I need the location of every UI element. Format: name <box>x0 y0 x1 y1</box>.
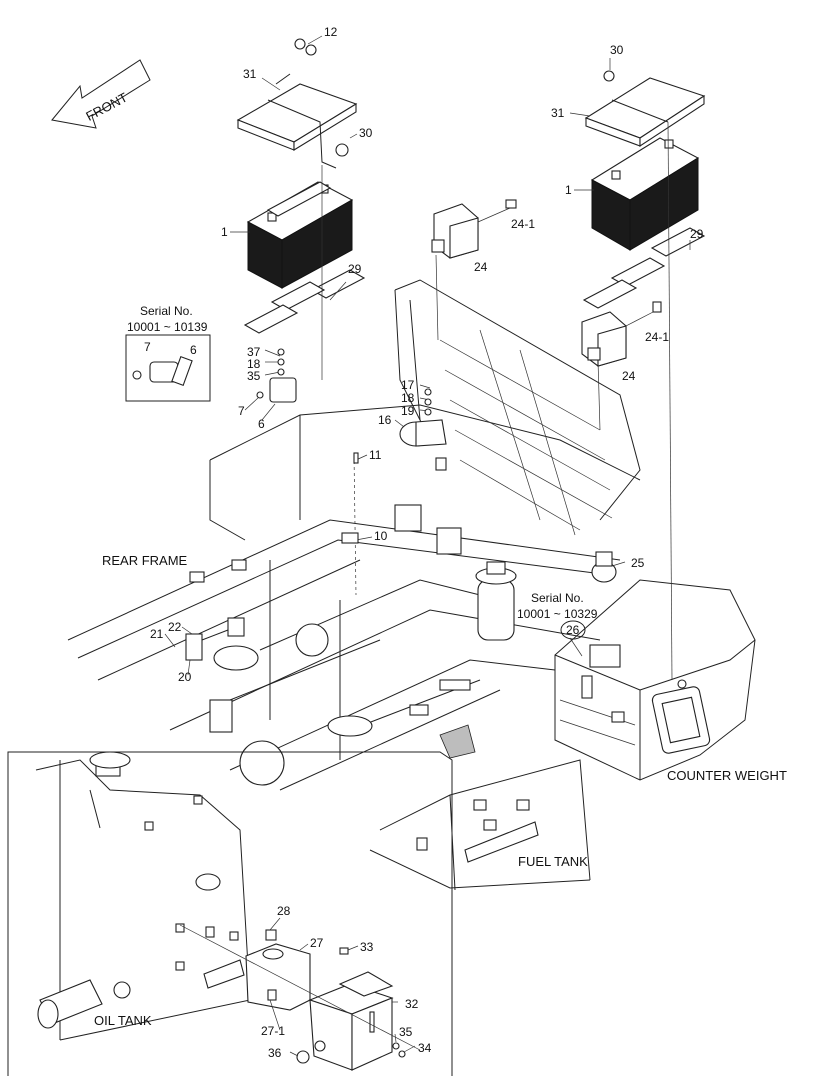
clip <box>231 559 247 571</box>
fuel-filter <box>475 561 517 641</box>
frame-hole <box>327 715 373 737</box>
callout-24-lower: 24 <box>622 369 636 383</box>
callout-30-right: 30 <box>610 43 624 57</box>
clip <box>409 704 429 716</box>
inset-leader-lines <box>179 917 421 1057</box>
callout-30-left: 30 <box>359 126 373 140</box>
key-switch-25 <box>591 551 617 583</box>
callout-31-right: 31 <box>551 106 565 120</box>
nut-30-left <box>335 143 349 157</box>
callout-16: 16 <box>378 413 392 427</box>
callout-26: 26 <box>566 623 580 637</box>
callout-1-right: 1 <box>565 183 572 197</box>
serial-2-range: 10001 ~ 10329 <box>517 607 598 621</box>
callout-28: 28 <box>277 904 291 918</box>
serial-inset-box <box>125 334 211 402</box>
callout-6: 6 <box>258 417 265 431</box>
bracket <box>589 644 621 668</box>
part-11 <box>353 452 359 464</box>
callout-29-left: 29 <box>348 262 362 276</box>
callout-7-inset: 7 <box>144 340 151 354</box>
battery-left <box>246 181 354 289</box>
clip <box>189 571 205 583</box>
callout-34: 34 <box>418 1041 432 1055</box>
oil-tank-inset <box>7 751 453 1076</box>
callout-31-left: 31 <box>243 67 257 81</box>
rubber-block <box>439 724 476 759</box>
work-lamp-24-upper <box>431 199 517 259</box>
callout-17: 17 <box>401 378 415 392</box>
callout-1-left: 1 <box>221 225 228 239</box>
callout-19: 19 <box>401 404 415 418</box>
part-10 <box>341 532 359 544</box>
callout-35-inset: 35 <box>399 1025 413 1039</box>
callout-32: 32 <box>405 997 419 1011</box>
callout-7: 7 <box>238 404 245 418</box>
callout-11: 11 <box>369 448 382 462</box>
callout-10: 10 <box>374 529 388 543</box>
nut-30-right <box>603 70 615 82</box>
swing-bearing-plate <box>239 740 285 786</box>
label-fuel-tank: FUEL TANK <box>518 854 588 869</box>
fuel-tank-drawing <box>369 759 591 891</box>
callout-29-right: 29 <box>690 227 704 241</box>
callout-25: 25 <box>631 556 645 570</box>
frame-hole <box>295 623 329 657</box>
battery-holder-right <box>584 77 706 148</box>
label-rear-frame: REAR FRAME <box>102 553 188 568</box>
serial-1-range: 10001 ~ 10139 <box>127 320 208 334</box>
part-20-bracket <box>185 617 245 733</box>
callout-36: 36 <box>268 1046 282 1060</box>
callout-12: 12 <box>324 25 338 39</box>
callout-21: 21 <box>150 627 164 641</box>
callout-22: 22 <box>168 620 182 634</box>
battery-pads-right <box>582 227 706 309</box>
clip <box>439 679 471 691</box>
callout-27-1: 27-1 <box>261 1024 285 1038</box>
cover-32 <box>296 947 406 1071</box>
callout-18-right: 18 <box>401 391 415 405</box>
work-lamp-24-lower <box>581 301 662 367</box>
battery-pads-left <box>243 269 366 334</box>
reservoir-tank-27 <box>245 929 311 1011</box>
relay-6 <box>256 348 297 403</box>
serial-1-title: Serial No. <box>140 304 193 318</box>
label-counter-weight: COUNTER WEIGHT <box>667 768 787 783</box>
battery-holder-left <box>236 73 358 169</box>
callout-24-upper: 24 <box>474 260 488 274</box>
callout-24-1-lower: 24-1 <box>645 330 669 344</box>
callout-26-circle <box>560 620 586 640</box>
mount-block <box>436 527 462 555</box>
callout-6-inset: 6 <box>190 343 197 357</box>
callout-24-1-upper: 24-1 <box>511 217 535 231</box>
callout-35-left: 35 <box>247 369 261 383</box>
frame-hole <box>213 645 259 671</box>
callout-20: 20 <box>178 670 192 684</box>
horn-16 <box>399 388 447 471</box>
part-number-labels: 12 31 30 1 29 30 31 1 29 24-1 24 24-1 24… <box>94 25 787 1060</box>
callout-37: 37 <box>247 345 261 359</box>
battery-hold-nuts-12 <box>294 38 317 56</box>
callout-27: 27 <box>310 936 324 950</box>
radiator-fins <box>439 329 613 536</box>
callout-33: 33 <box>360 940 374 954</box>
battery-right <box>590 137 700 251</box>
lifting-eye <box>581 675 593 699</box>
counter-weight-drawing <box>554 579 756 781</box>
callout-18-left: 18 <box>247 357 261 371</box>
label-oil-tank: OIL TANK <box>94 1013 152 1028</box>
serial-2-title: Serial No. <box>531 591 584 605</box>
mount-block <box>394 504 422 532</box>
oil-tank-pipe <box>37 979 131 1029</box>
